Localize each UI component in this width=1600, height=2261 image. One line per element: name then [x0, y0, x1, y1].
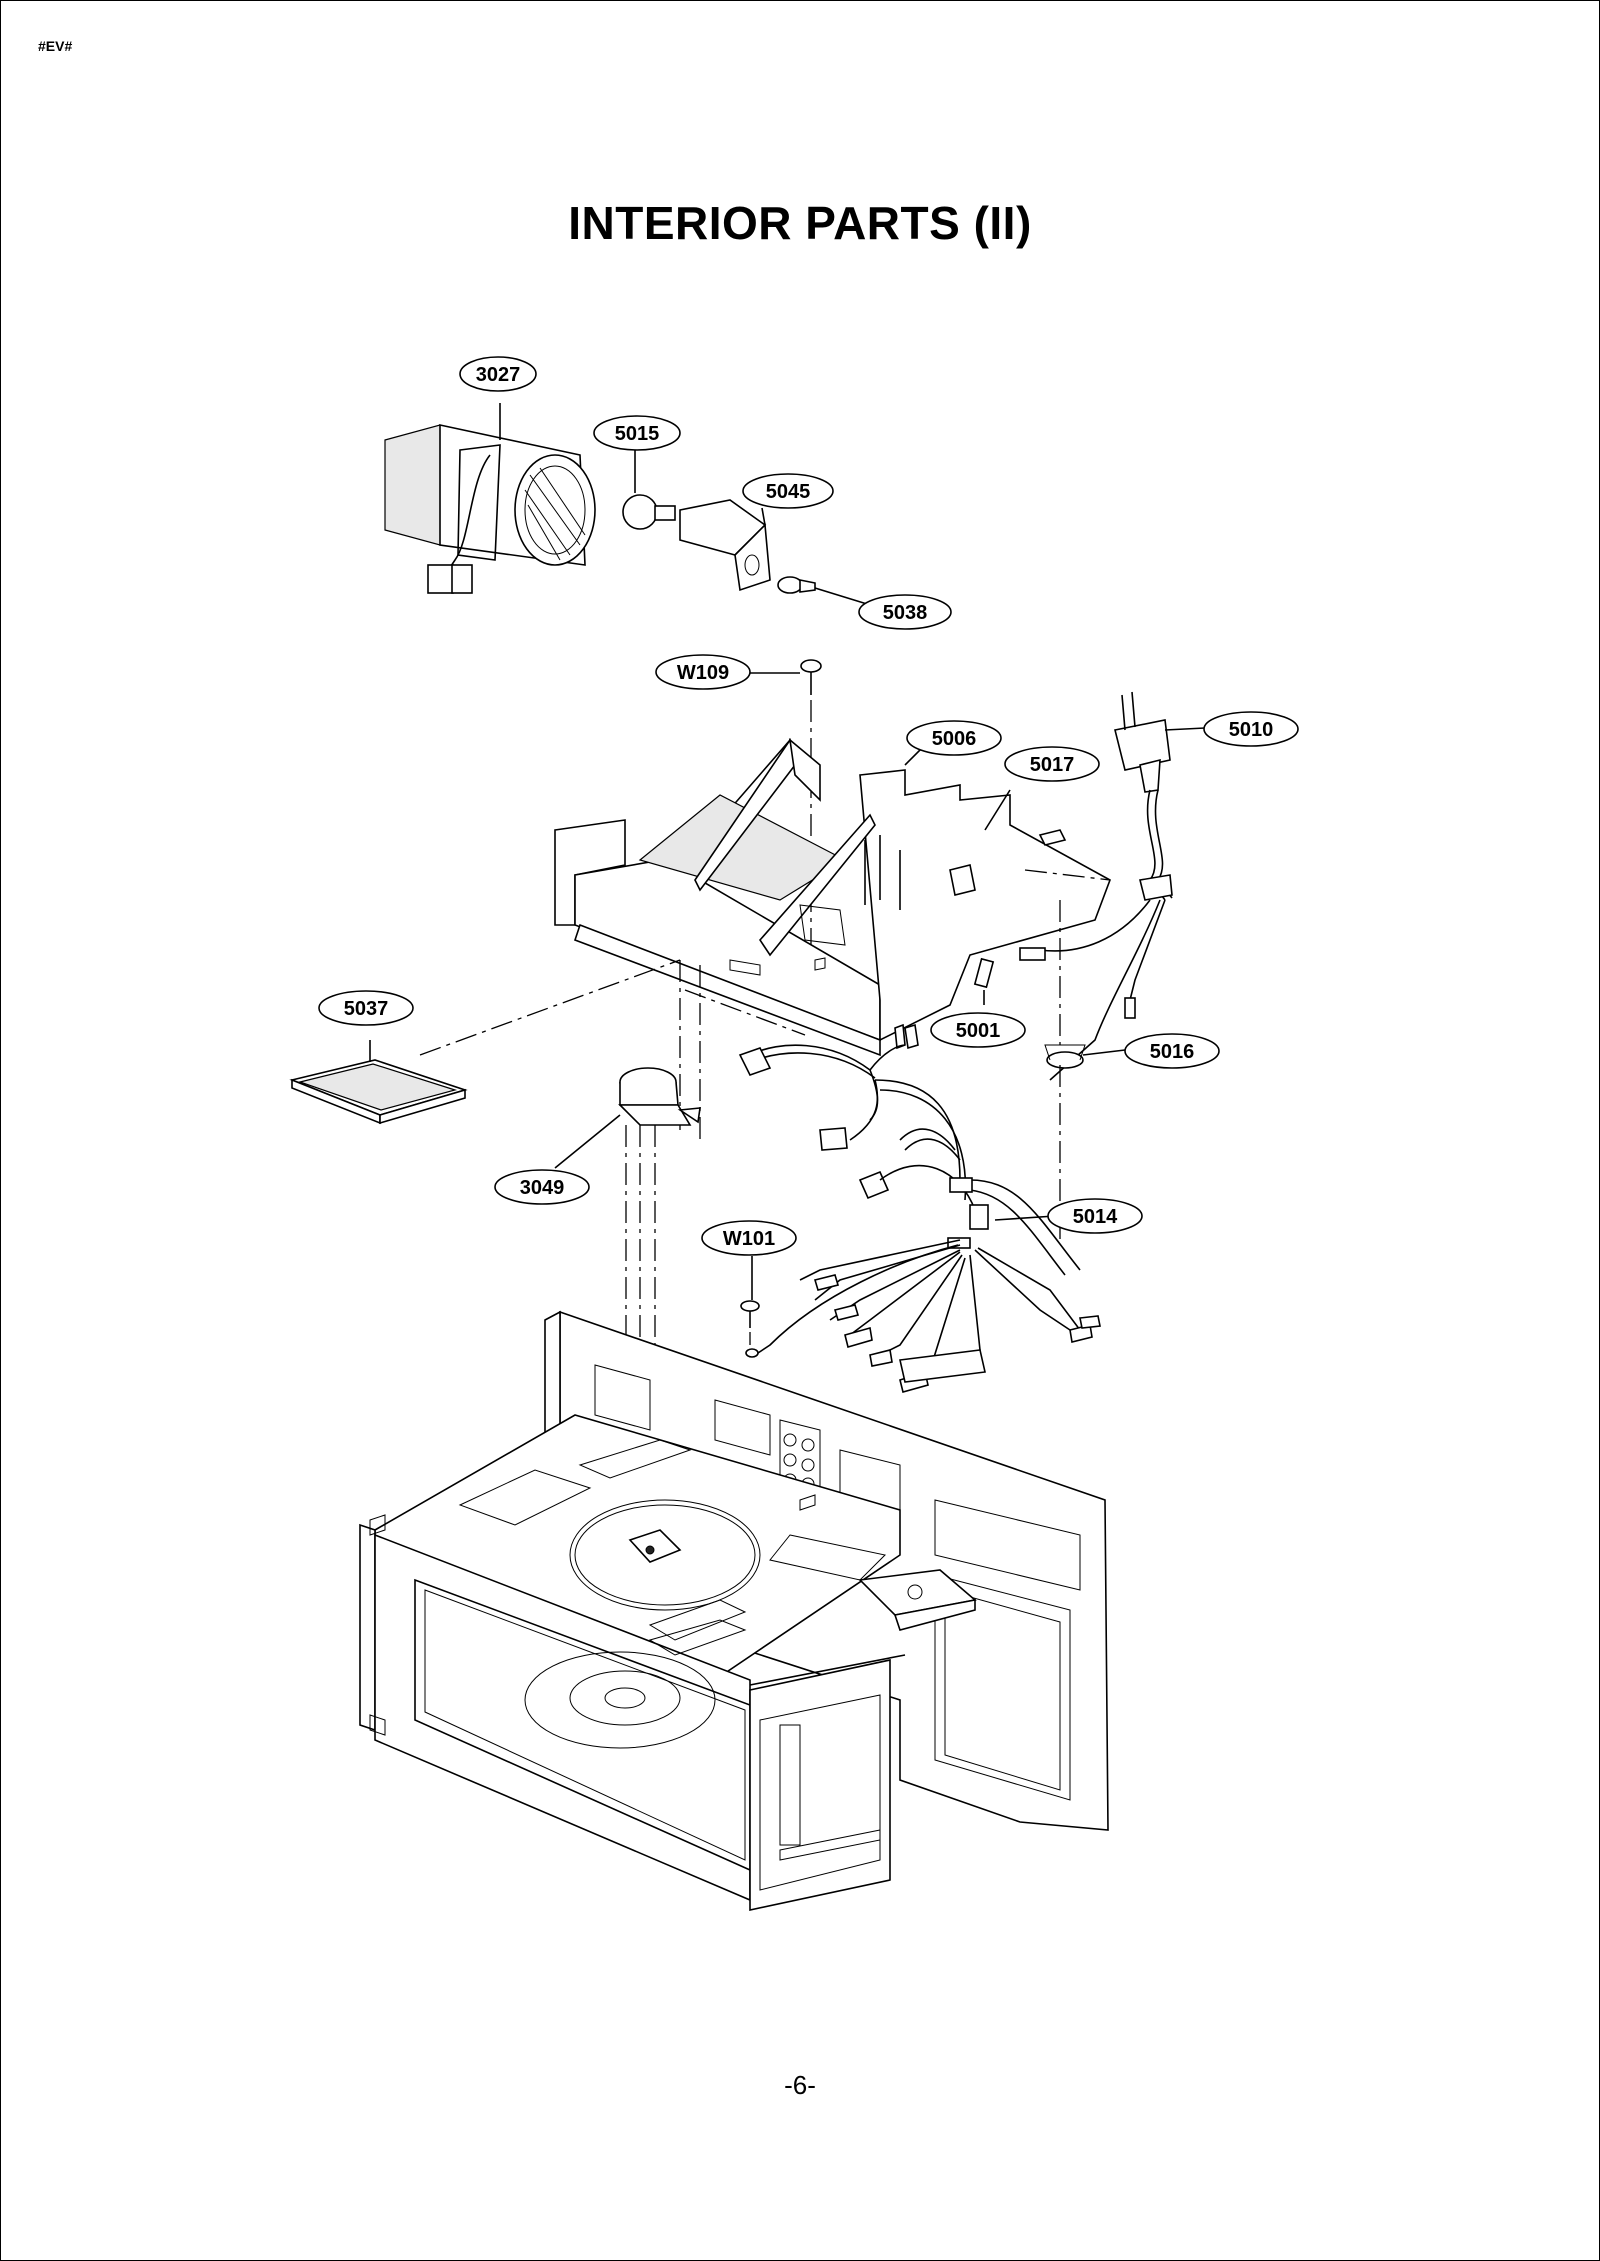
callout-5014: 5014: [1047, 1198, 1143, 1234]
svg-text:W109: W109: [677, 662, 729, 684]
callout-W101: W101: [701, 1220, 797, 1256]
page-number: -6-: [784, 2070, 816, 2100]
callout-5016: 5016: [1124, 1033, 1220, 1069]
power-cord: [1019, 691, 1206, 1081]
document-code: #EV#: [38, 38, 73, 54]
callout-W109: W109: [655, 654, 751, 690]
callout-5038: 5038: [858, 594, 952, 630]
svg-text:3049: 3049: [520, 1177, 565, 1199]
filter: [289, 959, 681, 1125]
svg-text:5001: 5001: [956, 1020, 1001, 1042]
fuse: [973, 957, 995, 1005]
svg-text:5006: 5006: [932, 728, 977, 750]
callout-3027: 3027: [459, 356, 537, 392]
callout-5017: 5017: [1004, 746, 1100, 782]
wire-harness: [738, 1023, 1101, 1393]
oven-cavity-chassis: [359, 1310, 1109, 1911]
callout-5010: 5010: [1203, 711, 1299, 747]
screw-w101: [740, 1256, 760, 1358]
svg-text:5017: 5017: [1030, 754, 1075, 776]
callout-5015: 5015: [593, 415, 681, 451]
callout-5045: 5045: [742, 473, 834, 509]
svg-text:5038: 5038: [883, 602, 928, 624]
svg-text:3027: 3027: [476, 364, 521, 386]
svg-text:5045: 5045: [766, 481, 811, 503]
page-title: INTERIOR PARTS (II): [568, 197, 1032, 249]
svg-text:5037: 5037: [344, 998, 389, 1020]
callout-3049: 3049: [494, 1169, 590, 1205]
turntable-motor: [554, 1067, 701, 1540]
callout-5001: 5001: [930, 1012, 1026, 1048]
lamp-socket-assembly: [622, 450, 881, 609]
blower-fan-assembly: [384, 403, 596, 594]
thermostat: [1044, 1044, 1126, 1069]
callout-5006: 5006: [906, 720, 1002, 756]
svg-text:5010: 5010: [1229, 719, 1274, 741]
svg-text:5016: 5016: [1150, 1041, 1195, 1063]
svg-text:5015: 5015: [615, 423, 660, 445]
callout-5037: 5037: [318, 990, 414, 1026]
svg-text:W101: W101: [723, 1228, 775, 1250]
base-bracket: [554, 737, 1111, 1057]
svg-text:5014: 5014: [1073, 1206, 1118, 1228]
